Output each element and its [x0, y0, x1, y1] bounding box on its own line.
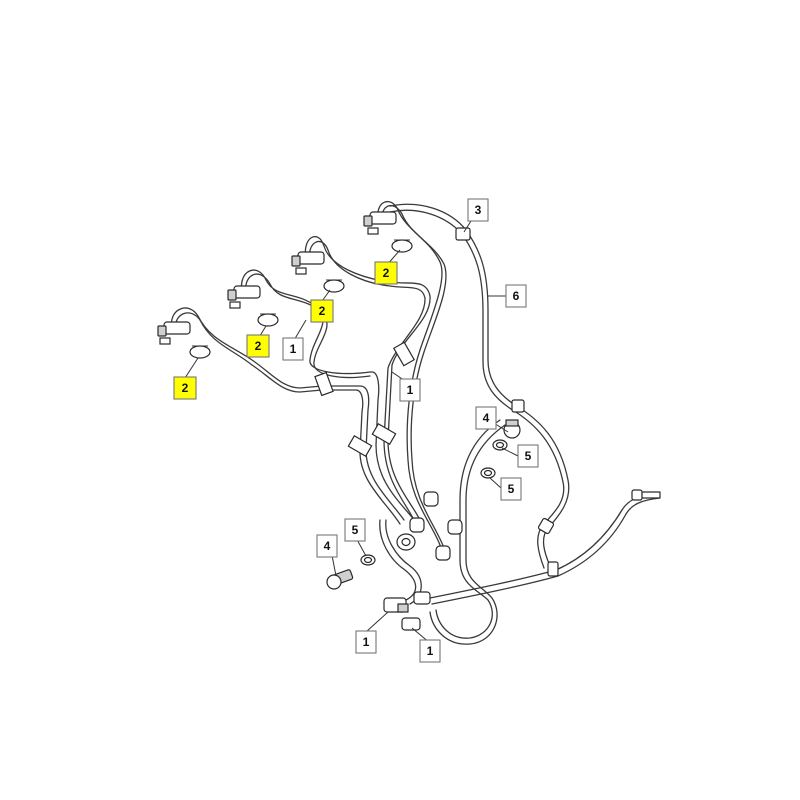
callout-3-label: 3: [475, 203, 482, 217]
return-clip: [455, 227, 559, 577]
callout-2b-box: [310, 299, 334, 323]
banjo-bolt-lower: [326, 569, 354, 590]
clip-2: [257, 313, 279, 327]
callout-5b-box: [500, 477, 522, 501]
callout-6-label: 6: [513, 289, 520, 303]
callout-2c: 2: [246, 334, 270, 358]
callout-5c-label: 5: [352, 523, 359, 537]
supply-loop: [429, 419, 661, 645]
callout-2a: 2: [374, 261, 398, 285]
callout-3: 3: [467, 198, 489, 222]
bracket-clips: [314, 341, 416, 458]
callout-1c: 1: [355, 630, 377, 654]
callout-2b-label: 2: [319, 304, 326, 318]
callout-1d-label: 1: [427, 644, 434, 658]
callout-4a: 4: [475, 406, 497, 430]
clip-1: [189, 345, 211, 359]
injector-3: [291, 251, 325, 275]
banjo-fitting-lower: [396, 533, 416, 551]
washer-upper-2: [480, 467, 496, 479]
callout-1b: 1: [399, 378, 421, 402]
injector-line-4: [377, 200, 447, 549]
pipe-assembly: [170, 200, 661, 645]
callouts: 3 6 2 2 2 2 1 1: [173, 198, 539, 663]
callout-1a-label: 1: [290, 342, 297, 356]
callout-4b: 4: [316, 534, 338, 558]
washer-lower: [360, 554, 376, 566]
injector-line-3: [304, 235, 431, 525]
callout-4a-label: 4: [483, 411, 490, 425]
nut-fittings: [409, 491, 463, 561]
callout-1c-box: [355, 630, 377, 654]
callout-1a-box: [282, 337, 304, 361]
washer-upper-1: [492, 439, 508, 451]
callout-2d: 2: [173, 376, 197, 400]
pipe-clips: [189, 227, 559, 577]
callout-6: 6: [505, 284, 527, 308]
callout-5a-label: 5: [525, 449, 532, 463]
callout-2b: 2: [310, 299, 334, 323]
callout-2d-label: 2: [182, 381, 189, 395]
callout-5a: 5: [517, 444, 539, 468]
callout-5c: 5: [344, 518, 366, 542]
banjo-bolt-upper: [503, 419, 521, 439]
injector-1: [157, 321, 191, 345]
callout-2c-label: 2: [255, 339, 262, 353]
callout-5a-box: [517, 444, 539, 468]
callout-1c-label: 1: [363, 635, 370, 649]
callout-1d: 1: [419, 639, 441, 663]
callout-1b-box: [399, 378, 421, 402]
injector-4: [363, 211, 397, 235]
callout-6-box: [505, 284, 527, 308]
callout-3-box: [467, 198, 489, 222]
callout-2d-box: [173, 376, 197, 400]
injectors: [157, 211, 397, 345]
injector-2: [227, 285, 261, 309]
fittings: [326, 419, 661, 631]
callout-1d-box: [419, 639, 441, 663]
rail-end-fitting: [631, 489, 661, 501]
clip-4: [391, 239, 413, 253]
injector-line-1: [170, 307, 323, 393]
callout-5c-box: [344, 518, 366, 542]
callout-5b: 5: [500, 477, 522, 501]
clip-3: [323, 279, 345, 293]
callout-1a: 1: [282, 337, 304, 361]
callout-4b-label: 4: [324, 539, 331, 553]
pump-connectors: [383, 591, 431, 631]
callout-4a-box: [475, 406, 497, 430]
callout-1b-label: 1: [407, 383, 414, 397]
callout-4b-box: [316, 534, 338, 558]
callout-2c-box: [246, 334, 270, 358]
callout-2a-box: [374, 261, 398, 285]
callout-5b-label: 5: [508, 482, 515, 496]
callout-2a-label: 2: [383, 266, 390, 280]
